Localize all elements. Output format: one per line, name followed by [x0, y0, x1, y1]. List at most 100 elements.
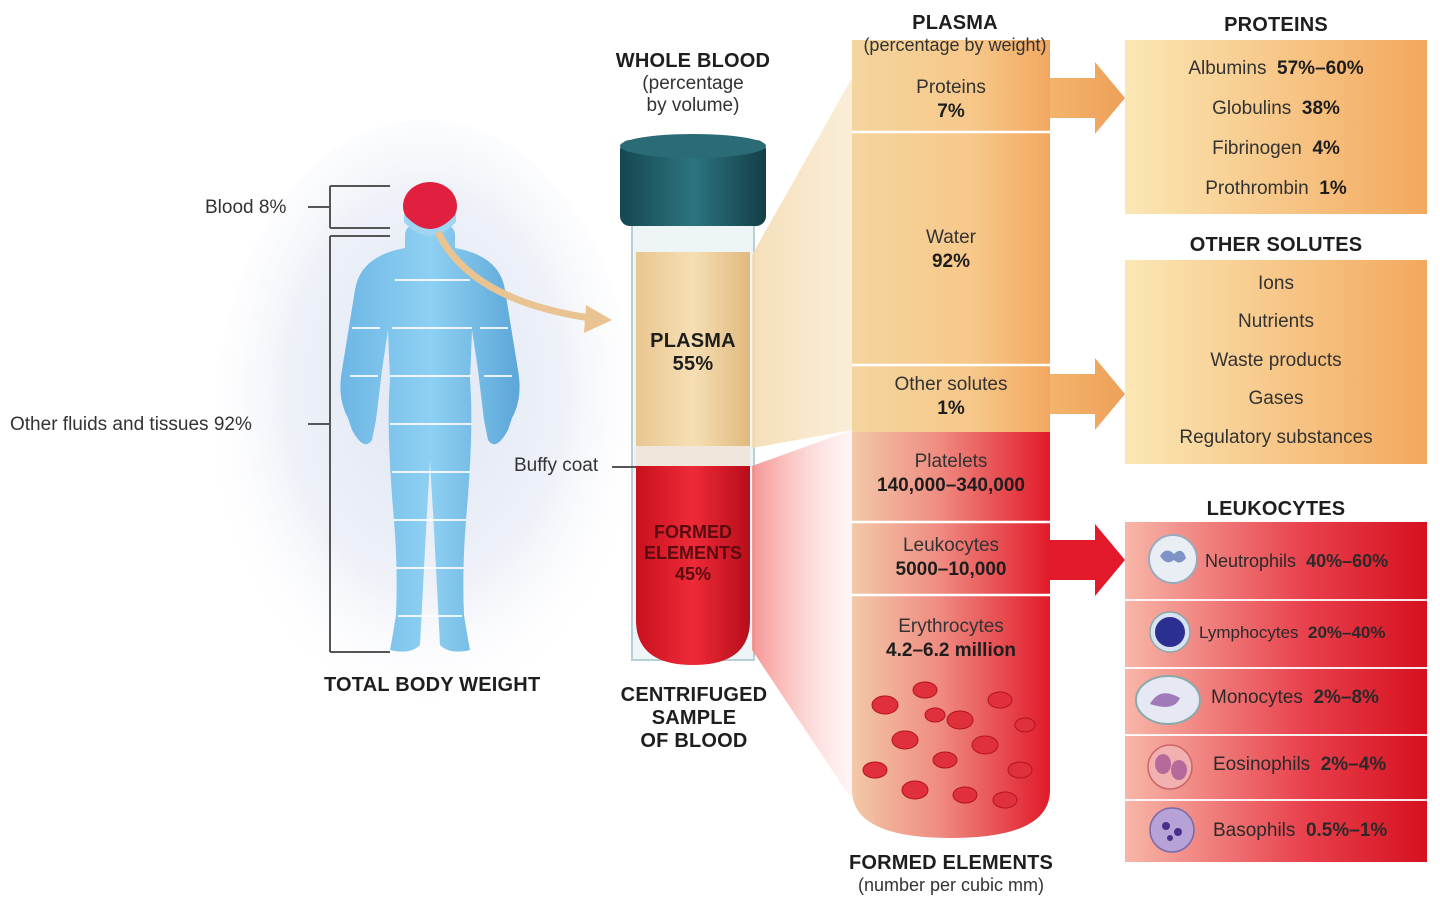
protein-value: 57%–60% [1277, 58, 1364, 79]
leukocytes-arrow [1050, 524, 1125, 596]
protein-item-albumins: Albumins 57%–60% [1125, 58, 1427, 80]
basophil-icon [1149, 807, 1195, 853]
tube-formed-name-2: ELEMENTS [643, 543, 742, 563]
formed-segment-platelets: Platelets 140,000–340,000 [852, 450, 1050, 498]
tube-caption: CENTRIFUGED SAMPLE OF BLOOD [596, 684, 792, 753]
proteins-box [1125, 40, 1427, 214]
tissue-bracket [308, 235, 390, 653]
other-solutes-list: Ions Nutrients Waste products Gases Regu… [1125, 260, 1427, 464]
segment-label: Erythrocytes [898, 616, 1004, 637]
segment-label: Platelets [914, 451, 988, 472]
leukocyte-value: 0.5%–1% [1305, 820, 1388, 841]
buffy-coat-leader [612, 466, 636, 468]
segment-value: 92% [931, 251, 971, 272]
blood-percent-label: Blood 8% [205, 197, 287, 218]
lymphocyte-icon [1149, 611, 1191, 653]
protein-value: 38% [1301, 98, 1340, 119]
figure-head [403, 182, 457, 230]
protein-item-prothrombin: Prothrombin 1% [1125, 178, 1427, 200]
protein-name: Prothrombin [1205, 178, 1309, 199]
tube-caption-3: OF BLOOD [640, 730, 748, 752]
leukocyte-name: Eosinophils [1213, 754, 1311, 775]
leukocyte-name: Monocytes [1211, 687, 1303, 708]
monocyte-icon [1135, 675, 1201, 725]
other-solutes-box [1125, 260, 1427, 464]
leukocyte-value: 40%–60% [1306, 551, 1389, 571]
tube-caption-2: SAMPLE [651, 707, 737, 729]
segment-value: 7% [937, 101, 965, 122]
leukocyte-value: 2%–4% [1320, 754, 1387, 775]
formed-beam [752, 430, 852, 800]
plasma-segments: Proteins 7% Water 92% Other solutes 1% [852, 40, 1050, 432]
neutrophil-icon [1148, 534, 1198, 584]
proteins-heading: PROTEINS [1224, 14, 1328, 36]
erythrocyte-cluster [862, 681, 1036, 809]
protein-value: 1% [1319, 178, 1347, 199]
other-tissues-label: Other fluids and tissues 92% [10, 414, 252, 435]
plasma-segment-proteins: Proteins 7% [852, 76, 1050, 124]
formed-elements-caption: FORMED ELEMENTS (number per cubic mm) [820, 852, 1082, 896]
leukocytes-list: Neutrophils 40%–60% Lymphocytes 20%–40% … [1125, 522, 1427, 862]
segment-label: Proteins [916, 77, 986, 98]
tube-formed-name-1: FORMED [654, 522, 732, 542]
tube-plasma-name: PLASMA [650, 330, 736, 352]
leukocyte-value: 2%–8% [1313, 687, 1379, 708]
protein-item-globulins: Globulins 38% [1125, 98, 1427, 120]
solute-item: Gases [1248, 388, 1304, 409]
whole-blood-subheading-2: by volume) [646, 95, 740, 116]
leukocyte-item-eosinophils: Eosinophils 2%–4% [1213, 754, 1386, 776]
leukocyte-item-neutrophils: Neutrophils 40%–60% [1205, 551, 1388, 572]
formed-segment-leukocytes: Leukocytes 5000–10,000 [852, 534, 1050, 582]
solutes-arrow [1050, 358, 1125, 430]
plasma-segment-water: Water 92% [852, 226, 1050, 274]
leukocyte-item-lymphocytes: Lymphocytes 20%–40% [1199, 623, 1386, 643]
test-tube [620, 134, 766, 665]
protein-name: Fibrinogen [1212, 138, 1302, 159]
leukocyte-value: 20%–40% [1307, 623, 1386, 642]
plasma-beam [752, 78, 852, 448]
plasma-segment-other-solutes: Other solutes 1% [852, 373, 1050, 421]
proteins-list: Albumins 57%–60% Globulins 38% Fibrinoge… [1125, 40, 1427, 214]
leukocyte-name: Neutrophils [1205, 551, 1297, 571]
solute-item: Waste products [1210, 350, 1342, 371]
plasma-header: PLASMA (percentage by weight) [830, 12, 1080, 56]
other-solutes-heading: OTHER SOLUTES [1189, 234, 1363, 256]
leukocytes-heading: LEUKOCYTES [1206, 498, 1346, 520]
human-figure [340, 182, 520, 652]
formed-subcaption: (number per cubic mm) [857, 875, 1045, 895]
segment-value: 140,000–340,000 [877, 475, 1025, 496]
plasma-heading: PLASMA [912, 12, 998, 34]
tube-caption-1: CENTRIFUGED [620, 684, 768, 706]
whole-blood-subheading-1: (percentage [642, 73, 744, 94]
protein-name: Globulins [1212, 98, 1292, 119]
leukocyte-name: Lymphocytes [1199, 623, 1299, 642]
segment-value: 4.2–6.2 million [886, 640, 1016, 661]
proteins-arrow [1050, 62, 1125, 134]
segment-label: Leukocytes [902, 535, 1000, 556]
protein-value: 4% [1312, 138, 1340, 159]
eosinophil-icon [1147, 744, 1193, 790]
formed-caption: FORMED ELEMENTS [848, 852, 1054, 874]
tube-plasma-value: 55% [672, 353, 714, 375]
segment-label: Water [926, 227, 976, 248]
leukocyte-item-basophils: Basophils 0.5%–1% [1213, 820, 1387, 842]
formed-segments: Platelets 140,000–340,000 Leukocytes 500… [852, 432, 1050, 832]
leukocyte-name: Basophils [1213, 820, 1296, 841]
whole-blood-header: WHOLE BLOOD (percentage by volume) [590, 50, 796, 117]
tube-plasma-label: PLASMA 55% [636, 330, 750, 376]
segment-label: Other solutes [894, 374, 1008, 395]
tube-formed-label: FORMED ELEMENTS 45% [636, 522, 750, 585]
tube-formed-value: 45% [674, 564, 712, 584]
buffy-coat-label: Buffy coat [514, 455, 599, 476]
segment-value: 1% [937, 398, 965, 419]
whole-blood-heading: WHOLE BLOOD [615, 50, 771, 72]
protein-item-fibrinogen: Fibrinogen 4% [1125, 138, 1427, 160]
leukocyte-item-monocytes: Monocytes 2%–8% [1211, 687, 1379, 709]
solute-item: Nutrients [1237, 311, 1315, 332]
solute-item: Ions [1258, 273, 1294, 294]
blood-bracket [308, 185, 390, 229]
segment-value: 5000–10,000 [895, 559, 1007, 580]
plasma-subheading: (percentage by weight) [863, 35, 1047, 55]
protein-name: Albumins [1188, 58, 1267, 79]
